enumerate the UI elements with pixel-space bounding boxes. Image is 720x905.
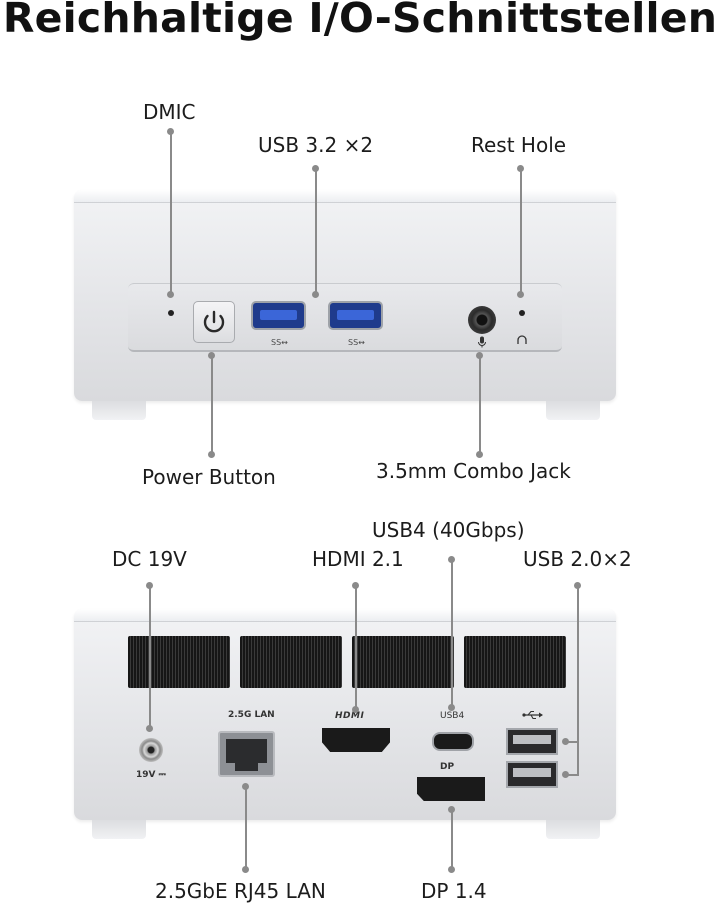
front-device-top-edge [74,190,616,203]
microphone-icon [478,336,486,348]
usb32-callout-dot [312,291,319,298]
dc-callout-dot [146,725,153,732]
hdmi-port-label: HDMI [335,711,365,721]
vent-3 [352,636,454,688]
usb20-port-2[interactable] [506,761,558,788]
usb20-port-1[interactable] [506,728,558,755]
rear-foot-left [92,820,146,839]
vent-4 [464,636,566,688]
usb20-callout-branch-1 [565,741,578,743]
usb32-label: USB 3.2 ×2 [258,133,374,157]
displayport-port[interactable] [417,777,485,801]
jack-callout-line [479,355,481,453]
page-title: Reichhaltige I/O-Schnittstellen [2,0,718,42]
hdmi-port[interactable] [322,728,390,752]
dc-callout-line [149,585,151,728]
usb20-callout-dot-2 [562,771,569,778]
rj45-callout-dot-bottom [242,866,249,873]
rj45-label: 2.5GbE RJ45 LAN [155,879,326,903]
dmic-callout-dot [167,291,174,298]
dc-port-label: 19V ⎓ [136,770,166,780]
hdmi-callout-line [355,585,357,708]
dp-port-label: DP [440,762,455,772]
rest-hole-callout-line [520,168,522,294]
usb4-callout-dot [448,704,455,711]
usb4-typec-port[interactable] [432,732,474,751]
usb32-port-1[interactable] [251,301,306,330]
power-icon [203,310,225,333]
usb4-callout-line [451,559,453,707]
rear-device-top-edge [74,609,616,622]
dp-label: DP 1.4 [421,879,487,903]
front-foot-left [92,401,146,420]
combo-jack-port[interactable] [468,306,496,334]
vent-1 [128,636,230,688]
usb20-callout-line [577,585,579,776]
dmic-hole [168,310,174,316]
dp-callout-dot-bottom [448,866,455,873]
rj45-callout-line [245,786,247,868]
dc-label: DC 19V [112,547,187,571]
combo-jack-label: 3.5mm Combo Jack [376,459,571,483]
usb32-port-2-mark: SS↭ [348,338,365,347]
dc-power-port[interactable] [139,738,163,762]
rj45-port[interactable] [218,731,275,777]
vent-2 [240,636,342,688]
dp-callout-line [451,809,453,868]
lan-port-label: 2.5G LAN [228,710,275,720]
rest-hole-label: Rest Hole [471,133,567,157]
dmic-callout-line [170,131,172,294]
usb32-callout-line [315,168,317,294]
hdmi-label: HDMI 2.1 [312,547,404,571]
usb4-port-label: USB4 [440,711,465,721]
power-callout-line [211,355,213,453]
power-button[interactable] [193,301,235,343]
power-callout-dot-bottom [208,451,215,458]
rest-hole-callout-dot [517,291,524,298]
jack-callout-dot-bottom [476,451,483,458]
headphone-icon [517,335,527,344]
usb20-callout-dot-1 [562,738,569,745]
dmic-label: DMIC [143,100,196,124]
usb-icon [522,710,543,720]
hdmi-callout-dot [352,706,359,713]
usb20-label: USB 2.0×2 [523,547,632,571]
front-foot-right [546,401,600,420]
rest-hole [519,310,525,316]
rear-foot-right [546,820,600,839]
usb32-port-2[interactable] [328,301,383,330]
usb4-label: USB4 (40Gbps) [372,518,525,542]
usb20-callout-branch-2 [565,774,578,776]
usb32-port-1-mark: SS↭ [271,338,288,347]
power-button-label: Power Button [142,465,276,489]
